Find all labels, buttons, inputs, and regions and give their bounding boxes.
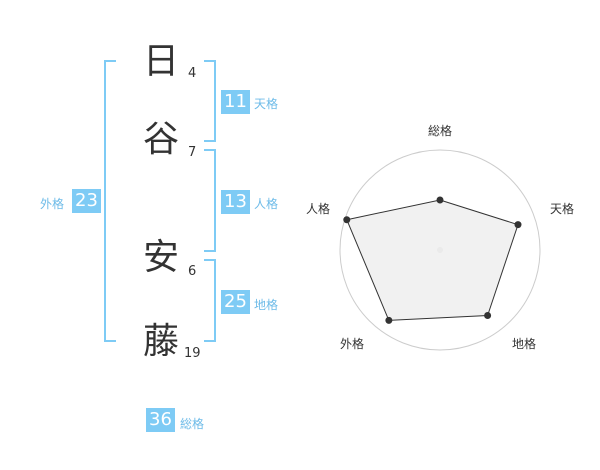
soukaku-label: 総格 <box>180 417 205 431</box>
name-char-1: 日 <box>143 41 180 82</box>
radar-label-tenkaku: 天格 <box>550 202 575 216</box>
radar-point-gaikaku <box>385 316 393 324</box>
radar-polygon <box>346 199 519 321</box>
stroke-count-1: 4 <box>188 66 197 81</box>
stroke-count-4: 19 <box>184 346 201 361</box>
stroke-count-2: 7 <box>188 145 197 160</box>
chikaku-bracket <box>204 259 216 342</box>
radar-label-gaikaku: 外格 <box>340 337 365 351</box>
tenkaku-bracket <box>204 60 216 142</box>
chikaku-label: 地格 <box>254 298 279 312</box>
jinkaku-label: 人格 <box>254 197 279 211</box>
name-char-4: 藤 <box>143 321 180 362</box>
radar-label-soukaku: 総格 <box>428 124 453 138</box>
gaikaku-value: 23 <box>72 189 101 213</box>
radar-point-jinkaku <box>343 216 351 224</box>
radar-point-chikaku <box>484 312 492 320</box>
jinkaku-bracket <box>204 149 216 252</box>
radar-point-soukaku <box>436 196 444 204</box>
stroke-count-3: 6 <box>188 264 197 279</box>
chikaku-value: 25 <box>221 290 250 314</box>
radar-point-tenkaku <box>514 221 522 229</box>
soukaku-value: 36 <box>146 408 175 432</box>
name-char-3: 安 <box>143 237 180 278</box>
gaikaku-bracket <box>104 60 116 342</box>
gaikaku-label: 外格 <box>40 197 65 211</box>
radar-label-jinkaku: 人格 <box>306 202 331 216</box>
jinkaku-value: 13 <box>221 190 250 214</box>
radar-label-chikaku: 地格 <box>512 337 537 351</box>
name-char-2: 谷 <box>143 119 180 160</box>
tenkaku-label: 天格 <box>254 97 279 111</box>
tenkaku-value: 11 <box>221 90 250 114</box>
